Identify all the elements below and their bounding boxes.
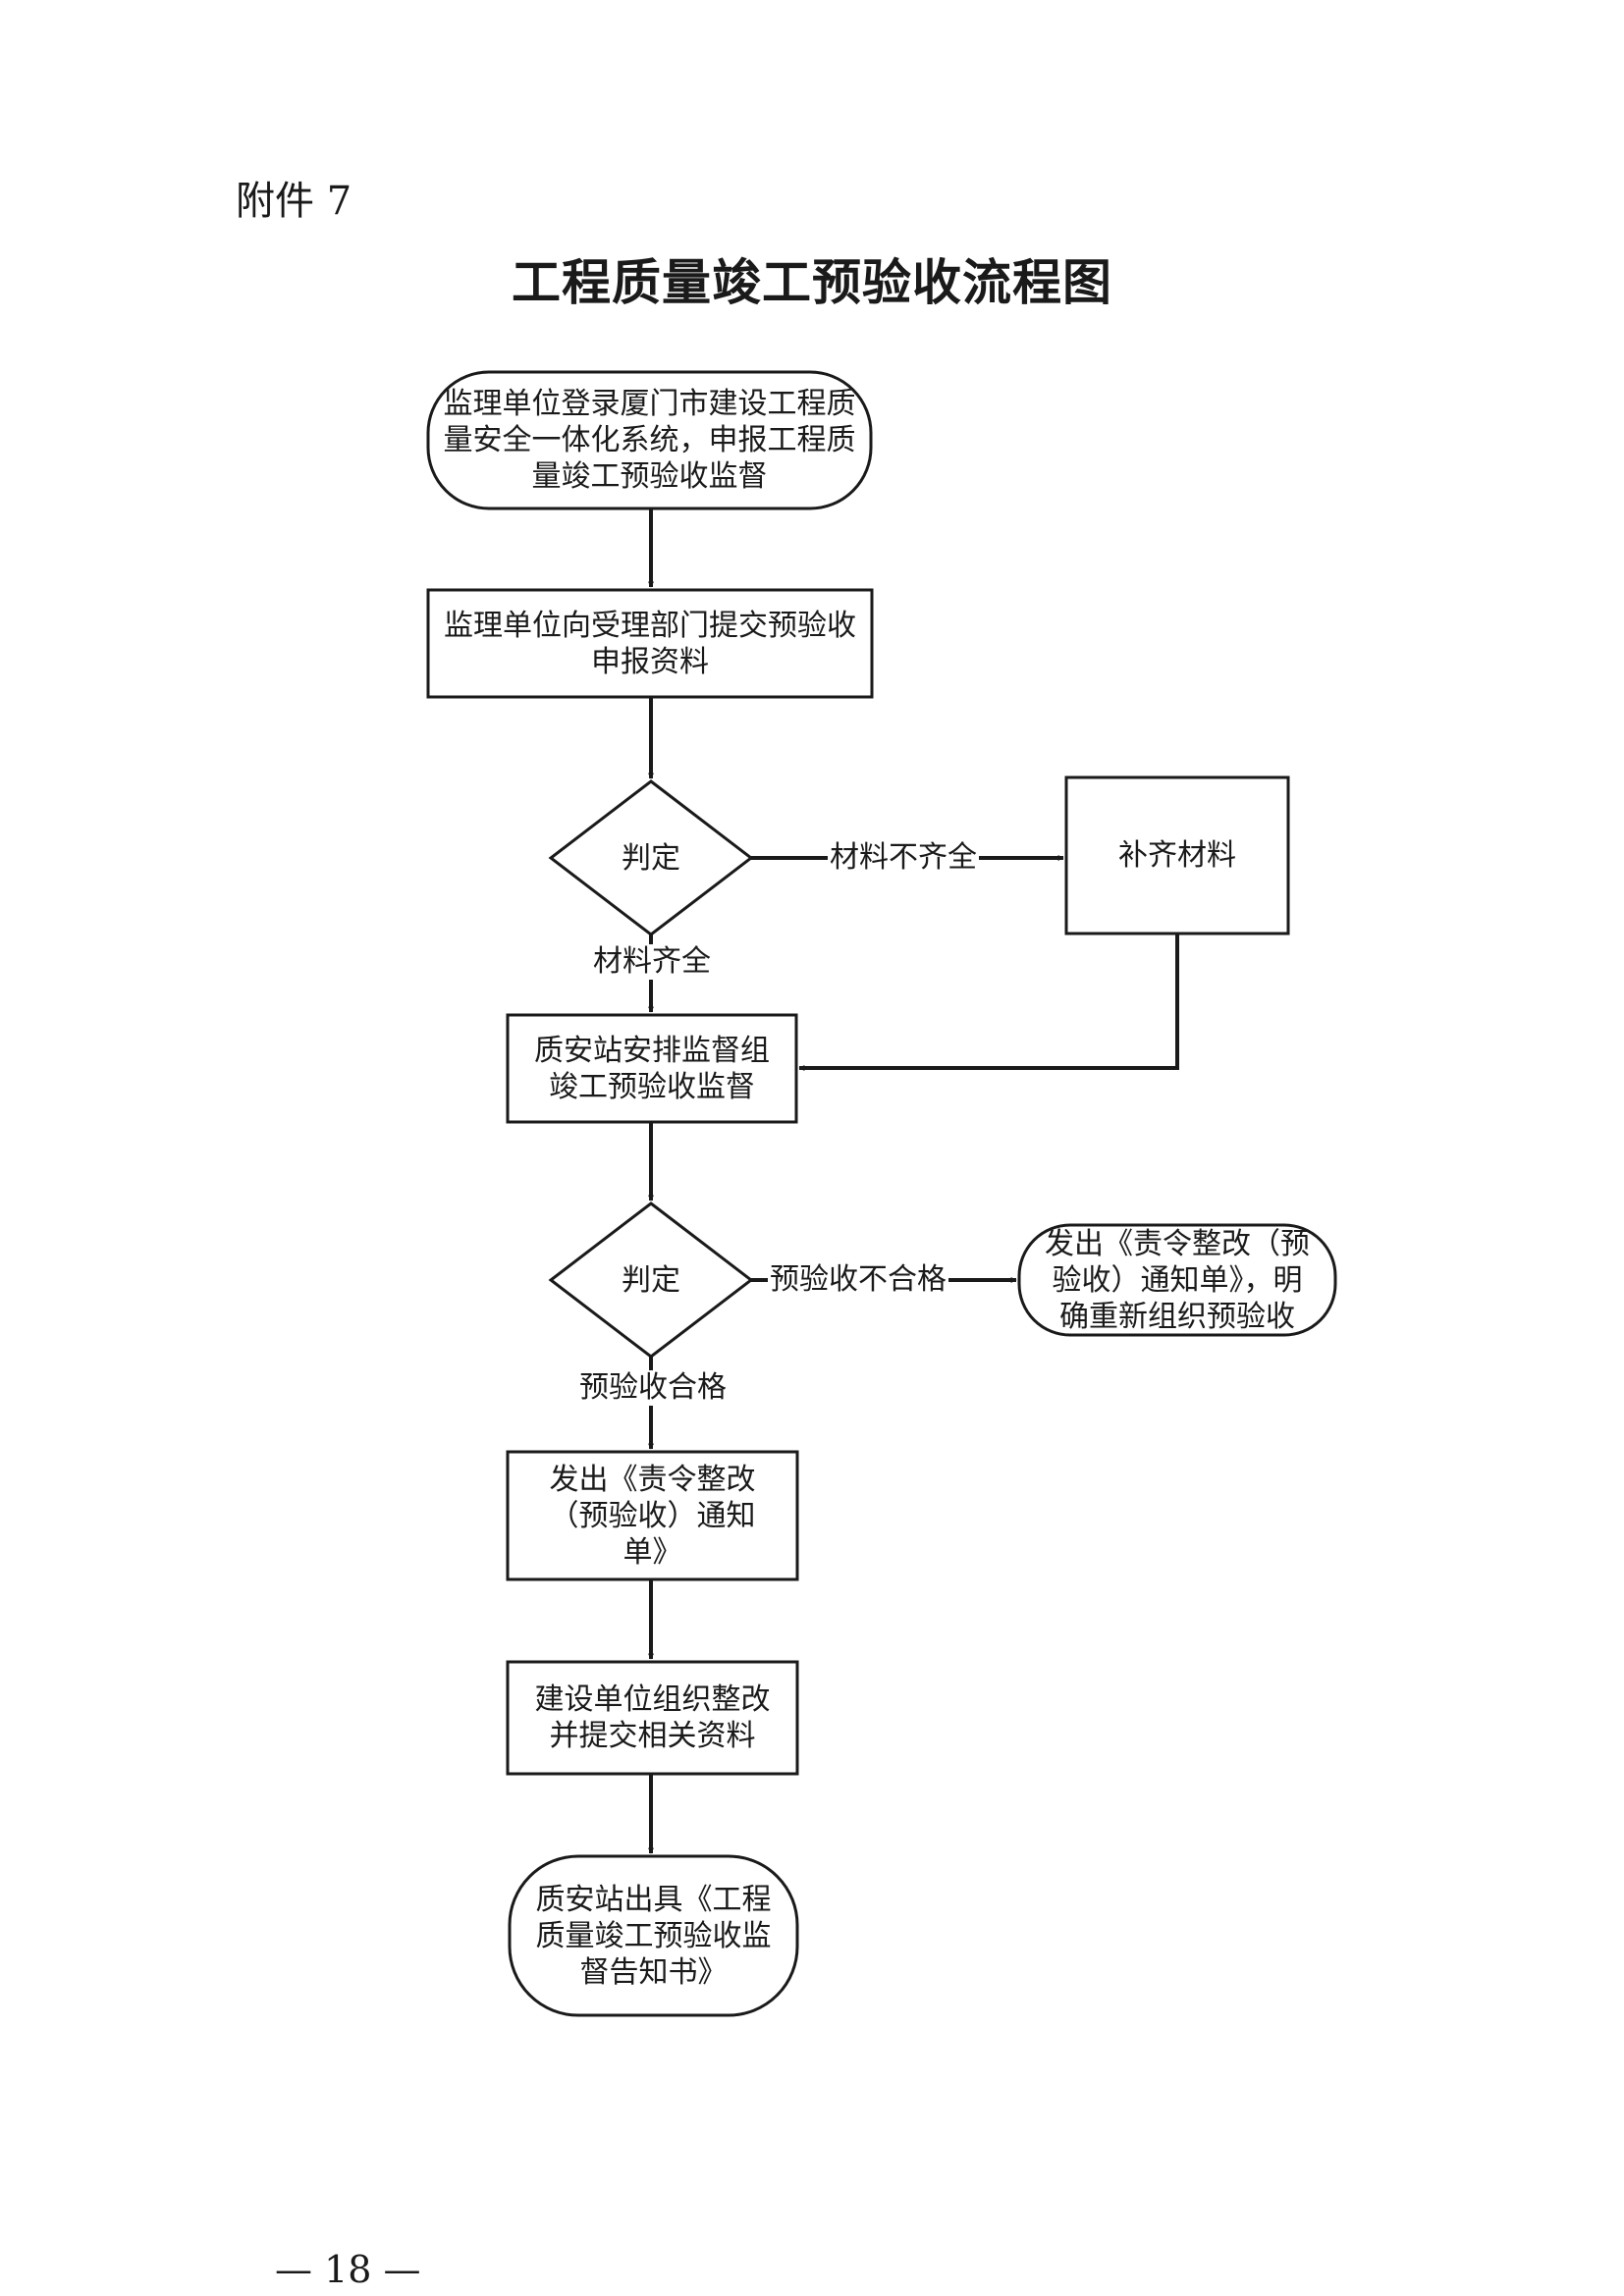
node-decision1: 判定	[622, 840, 680, 876]
attachment-label: 附件 7	[236, 179, 352, 224]
edge-label-fail: 预验收不合格	[768, 1262, 948, 1298]
edge-label-pass: 预验收合格	[577, 1370, 729, 1406]
edge-supplement-arrange	[798, 934, 1179, 1071]
node-start: 监理单位登录厦门市建设工程质量安全一体化系统，申报工程质量竣工预验收监督	[443, 387, 856, 494]
node-rectify: 建设单位组织整改并提交相关资料	[534, 1682, 771, 1753]
node-notice: 发出《责令整改（预验收）通知单》	[549, 1462, 756, 1570]
node-decision2: 判定	[622, 1262, 680, 1298]
node-supplement: 补齐材料	[1118, 838, 1236, 873]
node-redo: 发出《责令整改（预验收）通知单》，明确重新组织预验收	[1045, 1226, 1310, 1334]
node-arrange: 质安站安排监督组竣工预验收监督	[534, 1033, 770, 1104]
edge-label-incomplete: 材料不齐全	[828, 840, 979, 876]
edge-label-complete: 材料齐全	[591, 944, 713, 980]
page-title: 工程质量竣工预验收流程图	[512, 253, 1112, 311]
node-submit: 监理单位向受理部门提交预验收申报资料	[444, 608, 856, 679]
redo-shape	[1017, 1223, 1337, 1337]
node-end: 质安站出具《工程质量竣工预验收监督告知书》	[535, 1882, 772, 1990]
end-shape	[508, 1854, 799, 2017]
page-number: — 18 —	[275, 2248, 421, 2291]
